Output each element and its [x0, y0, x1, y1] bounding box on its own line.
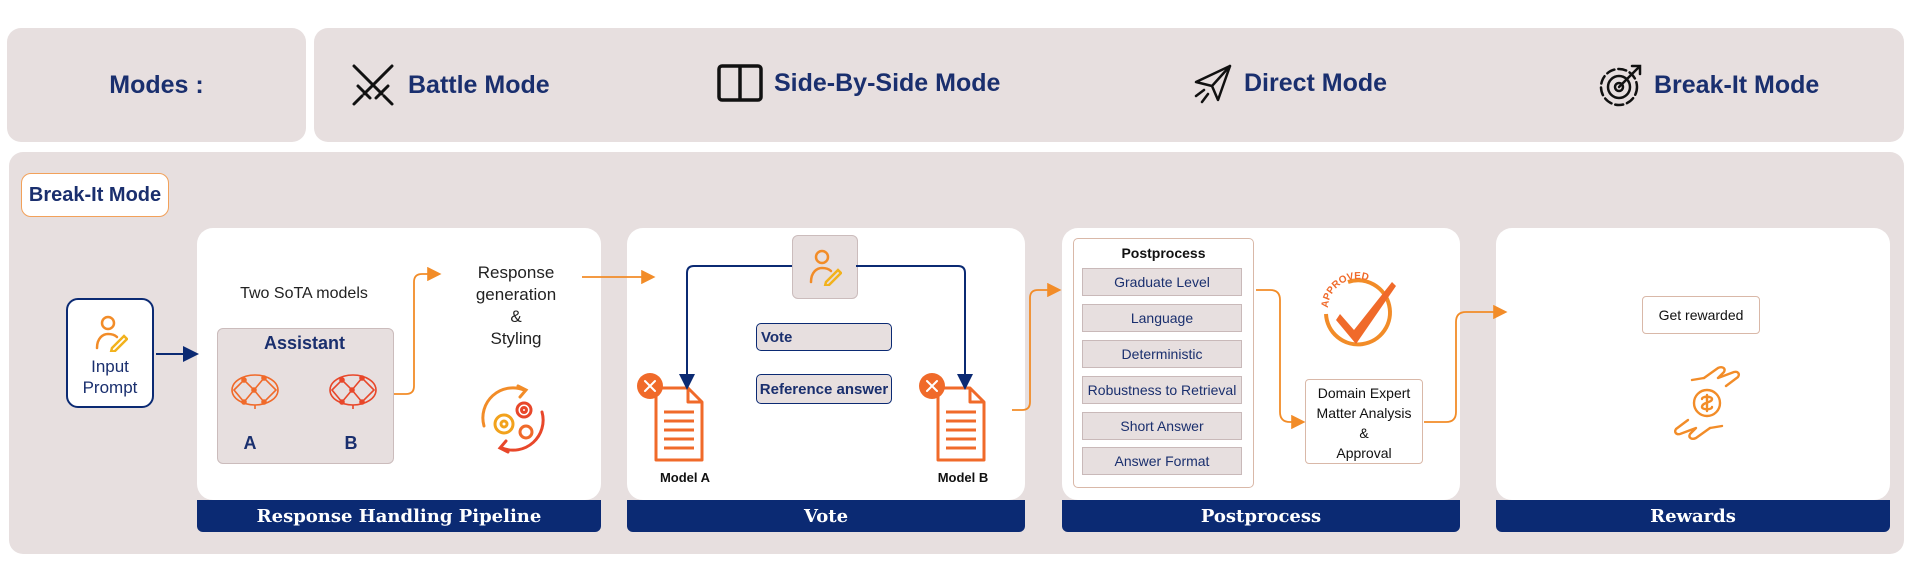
reference-answer-field[interactable]: Reference answer — [756, 374, 892, 404]
postprocess-item: Robustness to Retrieval — [1082, 376, 1242, 404]
model-a-label: Model A — [659, 470, 711, 485]
modes-label: Modes : — [109, 70, 204, 99]
user-edit-icon — [809, 249, 842, 286]
gears-cycle-icon — [481, 384, 545, 454]
pipeline-band: Response Handling Pipeline — [197, 500, 601, 532]
break-it-title-text: Break-It Mode — [28, 183, 162, 206]
model-a-letter: A — [243, 433, 257, 453]
reference-answer-label: Reference answer — [759, 380, 889, 398]
mode-direct-label: Direct Mode — [1244, 68, 1388, 97]
response-generation-text: Response generation & Styling — [475, 263, 557, 348]
postprocess-item-label: Deterministic — [1121, 346, 1203, 362]
user-edit-icon — [95, 315, 128, 352]
paper-plane-icon — [1194, 64, 1232, 104]
mode-battle-label: Battle Mode — [408, 70, 550, 99]
modes-label-panel: Modes : — [7, 28, 306, 142]
mode-break-it-label: Break-It Mode — [1654, 70, 1820, 99]
postprocess-item-label: Language — [1130, 310, 1194, 326]
approved-stamp-icon: APPROVED — [1320, 271, 1396, 347]
vote-band: Vote — [627, 500, 1025, 532]
model-b-label: Model B — [937, 470, 989, 485]
mode-direct[interactable]: Direct Mode — [1192, 62, 1387, 104]
modes-bar — [314, 28, 1904, 142]
postprocess-item-label: Short Answer — [1120, 418, 1204, 434]
rewards-card — [1496, 228, 1890, 500]
models-caption: Two SoTA models — [240, 285, 368, 302]
vote-label: Vote — [761, 328, 793, 346]
postprocess-item-label: Answer Format — [1114, 453, 1210, 469]
postprocess-item-label: Graduate Level — [1114, 274, 1210, 290]
voter-avatar — [792, 235, 858, 299]
postprocess-item: Graduate Level — [1082, 268, 1242, 296]
postprocess-item: Answer Format — [1082, 447, 1242, 475]
book-icon — [717, 64, 763, 102]
assistant-box — [217, 328, 394, 464]
swords-icon — [352, 64, 394, 106]
postprocess-list-box — [1073, 238, 1254, 488]
mode-break-it[interactable]: Break-It Mode — [1598, 62, 1819, 108]
input-prompt-box: Input Prompt — [66, 298, 154, 408]
postprocess-item: Short Answer — [1082, 412, 1242, 440]
mode-side-by-side-label: Side-By-Side Mode — [774, 68, 1001, 97]
postprocess-list-title: Postprocess — [1121, 245, 1206, 261]
mode-battle[interactable]: Battle Mode — [348, 62, 550, 108]
get-rewarded-label: Get rewarded — [1658, 307, 1744, 323]
expert-approval-box: Domain Expert Matter Analysis & Approval — [1305, 379, 1423, 464]
money-hands-icon — [1674, 366, 1740, 440]
postprocess-band: Postprocess — [1062, 500, 1460, 532]
model-b-letter: B — [344, 433, 358, 453]
input-prompt-label: Input Prompt — [82, 357, 138, 397]
postprocess-item: Deterministic — [1082, 340, 1242, 368]
mode-side-by-side[interactable]: Side-By-Side Mode — [716, 62, 1000, 104]
get-rewarded-box: Get rewarded — [1642, 296, 1760, 334]
brain-icon-a — [231, 374, 279, 409]
postprocess-item: Language — [1082, 304, 1242, 332]
vote-field[interactable]: Vote — [756, 323, 892, 351]
rewards-band: Rewards — [1496, 500, 1890, 532]
break-it-title: Break-It Mode — [21, 173, 169, 217]
brain-icon-b — [329, 374, 377, 409]
assistant-label: Assistant — [263, 333, 346, 353]
target-icon — [1599, 64, 1642, 107]
postprocess-item-label: Robustness to Retrieval — [1087, 382, 1237, 398]
